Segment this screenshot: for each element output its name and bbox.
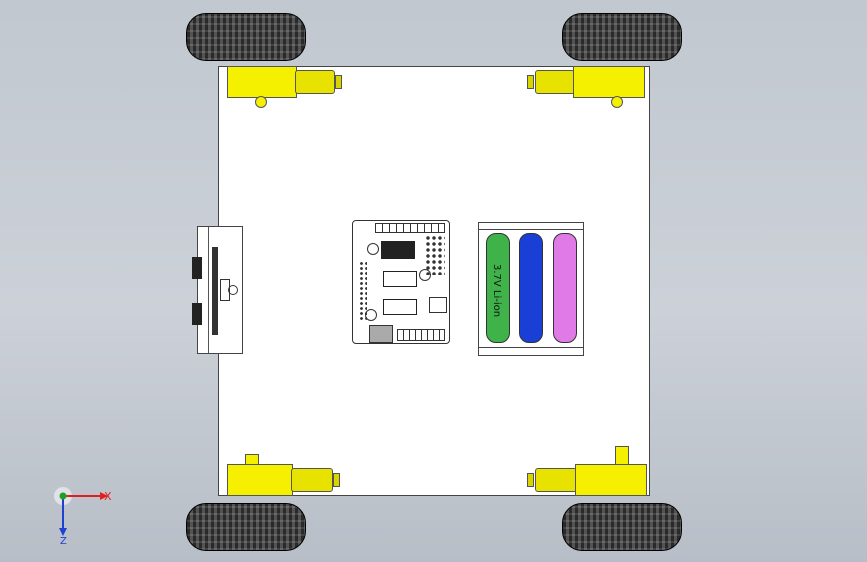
battery-cell-green: 3.7V Li-ion — [486, 233, 510, 343]
wheel-rear-right — [562, 503, 682, 551]
usb-port — [369, 325, 393, 343]
driver-chip — [381, 241, 415, 259]
battery-label: 3.7V Li-ion — [491, 264, 502, 318]
gear-motor-front-right — [527, 64, 649, 108]
ultrasonic-sensor — [192, 226, 243, 354]
battery-cell-blue — [519, 233, 543, 343]
wheel-front-right — [562, 13, 682, 61]
coordinate-triad: X Z — [54, 487, 112, 546]
battery-holder: 3.7V Li-ion — [478, 222, 584, 356]
battery-cell-pink — [553, 233, 577, 343]
axis-x-label: X — [104, 490, 112, 503]
motor-driver-shield — [352, 220, 450, 344]
gear-motor-rear-left — [225, 454, 347, 500]
wheel-rear-left — [186, 503, 306, 551]
wheel-front-left — [186, 13, 306, 61]
gear-motor-front-left — [225, 64, 343, 108]
axis-z-label: Z — [60, 536, 67, 546]
gear-motor-rear-right — [527, 446, 651, 500]
